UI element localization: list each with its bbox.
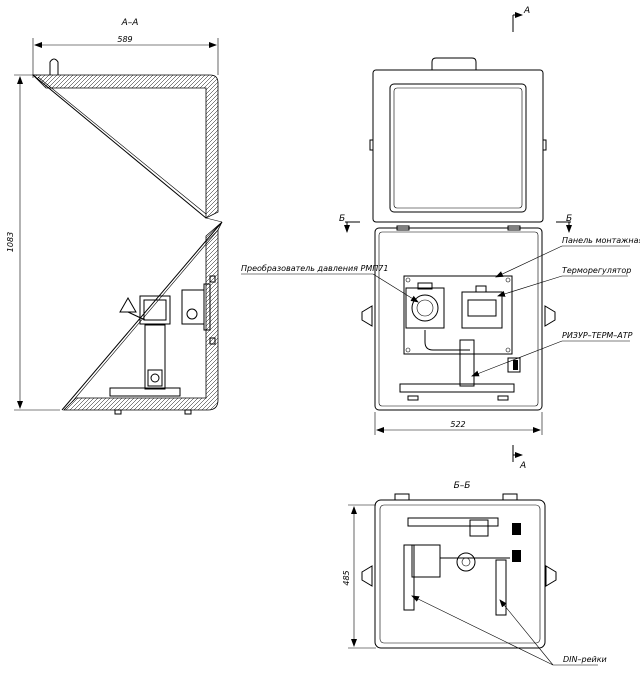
lid-window-inner [393, 87, 523, 209]
section-b-height-dimension-label: 485 [342, 570, 351, 585]
cut-b-label-left: Б [339, 214, 345, 224]
foot-front-right [497, 395, 509, 401]
section-b-terminal-2 [512, 550, 521, 562]
cabinet-body-inner [378, 231, 539, 407]
lid-latch-left [369, 139, 374, 151]
connector-nut [150, 373, 160, 383]
lid-insulation [32, 74, 219, 219]
thermoregulator-knob [186, 308, 198, 320]
mounting-panel-side [203, 283, 211, 331]
lid-handle-front [431, 57, 477, 70]
height-dimension-label: 1083 [6, 232, 15, 252]
foot-right [184, 409, 192, 415]
callout-panel-leader [495, 245, 563, 278]
lid-window-outer [389, 83, 527, 213]
bracket [144, 324, 166, 390]
converter-body [139, 295, 171, 325]
width-dimension-label: 589 [117, 35, 132, 44]
panel-screw-2 [505, 277, 511, 283]
lid-diagonal-edge [32, 74, 207, 219]
callout-pressure-converter: Преобразователь давления РМП71 [241, 264, 388, 273]
foot-left [114, 409, 122, 415]
cut-b-label-right: Б [566, 214, 572, 224]
panel-screw-1 [405, 277, 411, 283]
seal-joint [205, 217, 223, 223]
hinge-top-right [507, 225, 521, 231]
pressure-converter-top [417, 282, 433, 290]
section-b-body-inner [379, 504, 541, 644]
section-b-latch-right [545, 565, 557, 587]
thermoregulator-top [475, 285, 487, 293]
callout-panel: Панель монтажная [562, 236, 640, 245]
section-b-fitting [456, 552, 476, 572]
hinge-upper [209, 275, 216, 283]
lid-inner-edge [37, 76, 207, 215]
section-b-thermo [469, 519, 489, 537]
callout-rizur-leader [471, 340, 563, 377]
section-b-view: Б–Б 485 DIN–рейки [342, 481, 607, 666]
terminal-block [507, 357, 521, 373]
front-base-plate [399, 383, 515, 393]
section-b-title: Б–Б [454, 481, 471, 491]
pressure-converter-housing [405, 287, 445, 329]
rizur-heater [459, 339, 475, 387]
body-inner-edge [71, 229, 219, 403]
connector-box [147, 369, 163, 387]
section-b-fitting-inner [461, 557, 471, 567]
cut-a-label-bottom: А [519, 461, 526, 471]
thermoregulator-display [467, 299, 497, 317]
front-view: А Б Б [241, 6, 640, 471]
panel-screw-3 [405, 347, 411, 353]
pressure-converter-dial-inner [416, 299, 434, 317]
mounting-panel [403, 275, 513, 355]
section-b-top-bracket [407, 517, 499, 527]
section-a-view: А–А 589 1083 [6, 18, 223, 415]
pressure-converter-dial [411, 294, 439, 322]
side-latch-left [361, 305, 373, 327]
valve-handle [119, 296, 137, 313]
valve-stem [127, 311, 146, 321]
side-latch-right [544, 305, 556, 327]
callout-pressure-leader [372, 273, 419, 303]
hinge-lower [209, 337, 216, 345]
callout-thermoregulator: Терморегулятор [562, 266, 631, 275]
section-b-hinge-left [394, 493, 410, 501]
cabinet-body [374, 227, 543, 411]
hinge-top-left [396, 225, 410, 231]
converter-face [143, 299, 167, 321]
section-a-title: А–А [121, 18, 139, 28]
section-b-hinge-right [502, 493, 518, 501]
front-width-dimension-label: 522 [450, 420, 465, 429]
section-b-terminal-1 [512, 523, 521, 535]
callout-thermo-leader [497, 275, 563, 297]
callout-din-leader-1 [411, 595, 554, 666]
cut-a-label-top: А [523, 6, 530, 16]
lid-latch-right [542, 139, 547, 151]
callout-din-rails: DIN–рейки [563, 655, 607, 664]
impulse-pipe [424, 330, 470, 351]
callout-din-leader-2 [499, 599, 554, 666]
open-lid-frame [372, 69, 544, 223]
section-b-converter [411, 544, 441, 578]
section-b-body [374, 499, 546, 649]
din-rail-right [495, 559, 507, 616]
foot-front-left [407, 395, 419, 401]
panel-screw-4 [505, 347, 511, 353]
callout-rizur: РИЗУР–ТЕРМ–АТР [562, 331, 633, 340]
body-diagonal-edge [61, 221, 223, 411]
section-b-latch-left [361, 565, 373, 587]
terminal-black [513, 360, 518, 370]
lid-handle [49, 58, 59, 75]
